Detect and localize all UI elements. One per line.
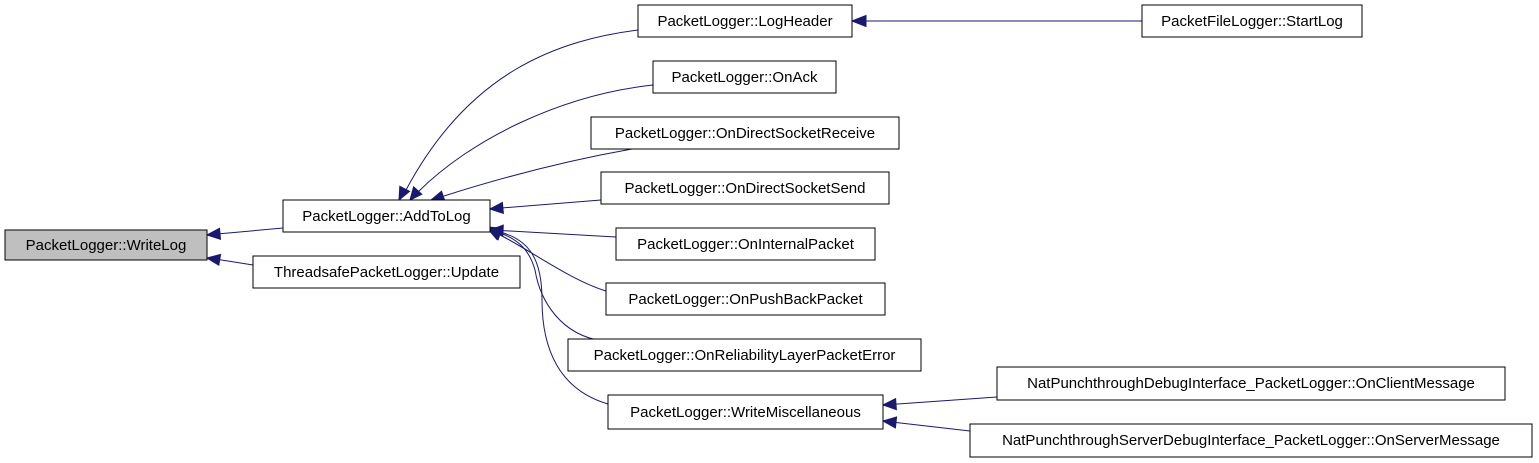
node-onpushbackpacket[interactable]: PacketLogger::OnPushBackPacket: [605, 282, 886, 316]
edge-logheader-to-addtolog: [398, 29, 639, 202]
node-threadsafe-update[interactable]: ThreadsafePacketLogger::Update: [252, 255, 521, 289]
edge-onack-to-addtolog: [409, 84, 654, 201]
node-label: PacketLogger::AddToLog: [302, 208, 470, 225]
node-label: PacketLogger::WriteMiscellaneous: [630, 404, 861, 421]
node-startlog[interactable]: PacketFileLogger::StartLog: [1141, 4, 1363, 38]
node-ondirectsocketreceive[interactable]: PacketLogger::OnDirectSocketReceive: [590, 116, 900, 150]
node-onreliabilitylayerpacketerror[interactable]: PacketLogger::OnReliabilityLayerPacketEr…: [567, 338, 922, 372]
node-label: PacketLogger::OnInternalPacket: [637, 236, 855, 253]
edge-addtolog-to-writelog: [205, 227, 284, 241]
node-label: NatPunchthroughDebugInterface_PacketLogg…: [1027, 375, 1475, 392]
node-label: ThreadsafePacketLogger::Update: [274, 264, 499, 281]
node-label: PacketFileLogger::StartLog: [1161, 13, 1343, 30]
edge-writemisc-to-addtolog: [486, 226, 609, 405]
node-addtolog[interactable]: PacketLogger::AddToLog: [282, 199, 491, 233]
node-ondirectsocketsend[interactable]: PacketLogger::OnDirectSocketSend: [600, 171, 890, 205]
node-label: PacketLogger::LogHeader: [657, 13, 832, 30]
node-label: PacketLogger::OnDirectSocketSend: [625, 180, 866, 197]
node-label: PacketLogger::OnPushBackPacket: [628, 291, 863, 308]
node-label: NatPunchthroughServerDebugInterface_Pack…: [1002, 432, 1500, 449]
node-onclientmessage[interactable]: NatPunchthroughDebugInterface_PacketLogg…: [996, 366, 1506, 401]
edge-ondirectrecv-to-addtolog: [429, 148, 633, 203]
node-writemiscellaneous[interactable]: PacketLogger::WriteMiscellaneous: [607, 394, 884, 430]
node-writelog[interactable]: PacketLogger::WriteLog: [4, 229, 208, 261]
node-logheader[interactable]: PacketLogger::LogHeader: [637, 4, 853, 38]
edge-onservermsg-to-writemisc: [881, 416, 971, 432]
edge-tsupdate-to-writelog: [205, 253, 254, 267]
node-oninternalpacket[interactable]: PacketLogger::OnInternalPacket: [615, 227, 876, 261]
node-label: PacketLogger::WriteLog: [26, 237, 187, 254]
node-label: PacketLogger::OnReliabilityLayerPacketEr…: [594, 347, 896, 364]
node-label: PacketLogger::OnAck: [672, 69, 818, 86]
edge-startlog-to-logheader: [850, 14, 1142, 28]
node-onservermessage[interactable]: NatPunchthroughServerDebugInterface_Pack…: [969, 423, 1533, 458]
edge-onclientmsg-to-writemisc: [881, 396, 998, 411]
edge-ondirectsend-to-addtolog: [488, 199, 602, 215]
node-label: PacketLogger::OnDirectSocketReceive: [615, 125, 875, 142]
node-onack[interactable]: PacketLogger::OnAck: [652, 60, 837, 94]
